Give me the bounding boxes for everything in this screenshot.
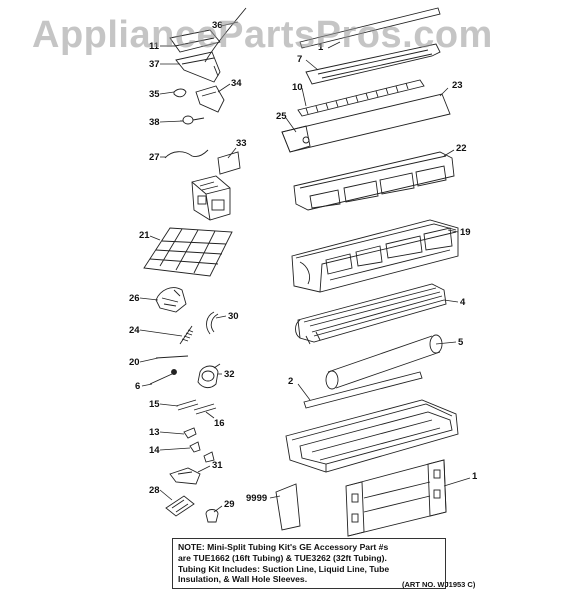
part-30-tube [206,311,219,335]
callout-35: 35 [149,89,160,100]
callout-5: 5 [458,337,464,348]
site-watermark: AppliancePartsPros.com [32,14,493,56]
part-35-clip [173,88,187,98]
part-31-bracket [169,467,201,485]
callout-37: 37 [149,59,160,70]
part-motor-assembly [191,175,231,221]
callout-16: 16 [214,418,225,429]
part-28-remote [165,495,195,517]
callout-20: 20 [129,357,140,368]
callout-11: 11 [149,41,160,52]
callout-22: 22 [456,143,467,154]
callout-33: 33 [236,138,247,149]
tubing-kit-note: NOTE: Mini-Split Tubing Kit's GE Accesso… [172,538,446,590]
part-32-motor [197,363,221,389]
part-13-clip [183,427,197,439]
callout-25: 25 [276,111,287,122]
part-26-housing [155,287,187,313]
callout-24: 24 [129,325,140,336]
callout-6: 6 [135,381,140,392]
part-base-pan [285,399,459,473]
callout-1: 1 [472,471,478,482]
part-36-wire [204,7,247,63]
part-clip-small [203,451,215,463]
part-38-sensor [180,115,205,125]
callout-4: 4 [460,297,466,308]
callout-36: 36 [212,20,223,31]
part-20-pin [155,355,189,359]
part-10-grille [297,79,425,117]
callout-7: 7 [297,54,302,65]
part-25-panel [281,125,311,153]
callout-15: 15 [149,399,160,410]
callout-32: 32 [224,369,235,380]
note-line-1: NOTE: Mini-Split Tubing Kit's GE Accesso… [178,542,389,552]
callout-14: 14 [149,445,160,456]
part-top-rail [299,7,441,49]
part-6-plug [149,369,177,385]
callout-2: 2 [288,376,293,387]
callout-29: 29 [224,499,235,510]
part-29-holder [205,509,219,523]
part-22-front-cover [293,151,455,211]
part-15-rod [175,399,199,411]
part-24-spring [179,325,194,345]
part-7-louver [305,43,441,85]
note-line-3: Tubing Kit Includes: Suction Line, Liqui… [178,563,390,574]
part-5-blower-wheel [325,334,443,390]
part-2-louver-blade [303,371,423,409]
callout-21: 21 [139,230,150,241]
callout-30: 30 [228,311,239,322]
part-19-chassis [291,219,459,293]
part-21-filter [143,227,233,277]
callout-34: 34 [231,78,242,89]
callout-23: 23 [452,80,463,91]
part-33-card [217,151,241,175]
part-4-evaporator [295,283,447,345]
part-1-mounting-plate [345,459,447,537]
note-line-2: are TUE1662 (16ft Tubing) & TUE3262 (32f… [178,552,387,563]
leader-lines [139,21,471,513]
callout-10: 10 [292,82,303,93]
callout-28: 28 [149,485,160,496]
part-34-plate [195,85,225,113]
part-23-panel [281,93,451,153]
callout-1-top: 1 [318,42,324,53]
callout-31: 31 [212,460,223,471]
part-9999-manual [275,483,301,531]
note-line-4: Insulation, & Wall Hole Sleeves. [178,574,308,585]
part-37-bracket [175,51,221,83]
part-27-wire [164,149,209,159]
callout-13: 13 [149,427,160,438]
part-11-bracket [169,29,221,53]
callout-19: 19 [460,227,471,238]
callout-26: 26 [129,293,140,304]
callout-9999: 9999 [246,493,267,504]
art-number: (ART NO. WJ1953 C) [402,580,476,589]
part-16-rod [193,403,217,415]
part-14-clip [189,441,201,453]
callout-38: 38 [149,117,160,128]
callout-27: 27 [149,152,160,163]
